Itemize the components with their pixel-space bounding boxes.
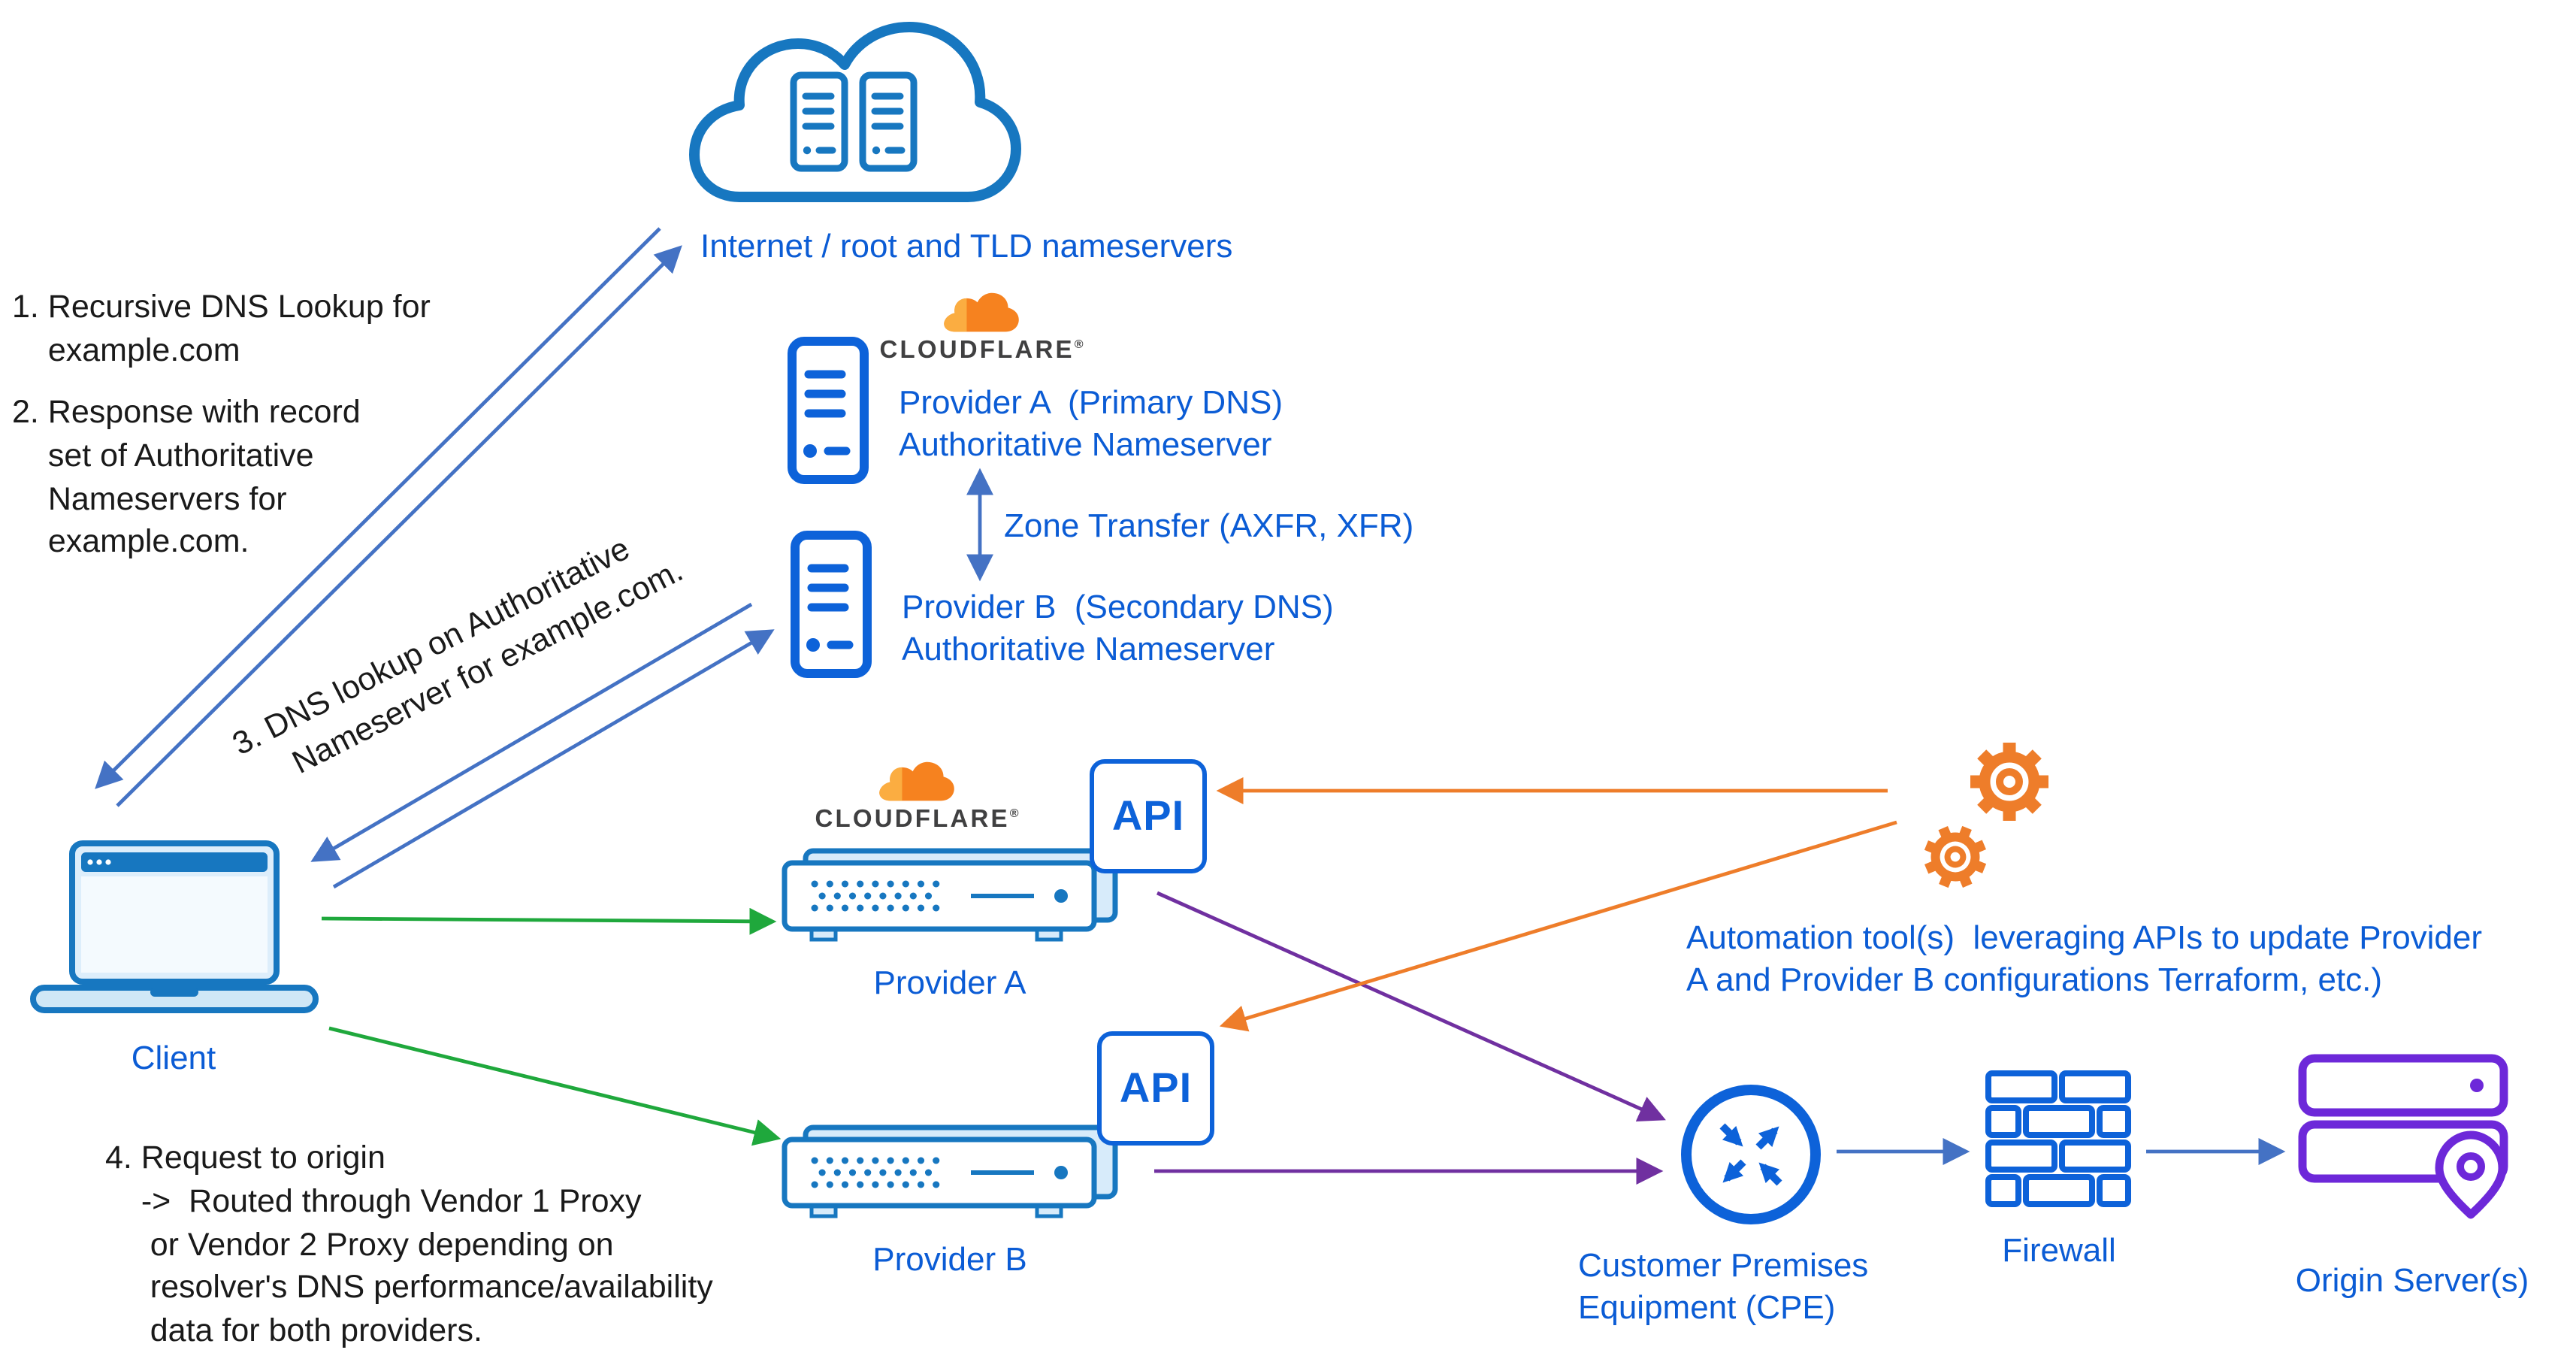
root-nameserver-icons	[790, 71, 918, 172]
arrow-client-to-provider-a	[321, 907, 777, 935]
arrow-provider-a-to-cpe	[1156, 891, 1666, 1121]
provider-b-appliance-icon	[782, 1124, 1118, 1218]
cloudflare-wordmark: CLOUDFLARE®	[879, 337, 1084, 364]
client-icon	[30, 840, 319, 1013]
arrow-client-to-provider-b	[328, 1026, 782, 1146]
gear-large	[1970, 743, 2048, 821]
cloudflare-logo: CLOUDFLARE®	[812, 761, 1022, 834]
provider-b-label: Provider B	[872, 1240, 1027, 1278]
internet-label: Internet / root and TLD nameservers	[700, 227, 1233, 265]
provider-a-nameserver-label: Provider A (Primary DNS) Authoritative N…	[899, 383, 1283, 463]
client-label: Client	[131, 1039, 216, 1076]
step4-note: 4. Request to origin -> Routed through V…	[105, 1140, 713, 1349]
location-pin-icon	[2435, 1130, 2507, 1219]
cloudflare-cloud-icon	[879, 761, 954, 801]
internet-cloud-icon	[689, 22, 1021, 202]
api-box-provider-a: API	[1090, 759, 1207, 873]
gear-small	[1924, 825, 1987, 888]
origin-label: Origin Server(s)	[2295, 1261, 2529, 1299]
api-box-provider-b: API	[1097, 1031, 1214, 1146]
step2-note: 2. Response with record set of Authorita…	[12, 394, 361, 560]
automation-gears-icon	[1924, 743, 2048, 888]
zone-transfer-label: Zone Transfer (AXFR, XFR)	[1004, 507, 1414, 544]
api-label: API	[1119, 1064, 1193, 1111]
firewall-icon	[1985, 1070, 2131, 1207]
cloudflare-cloud-icon	[944, 292, 1019, 332]
provider-a-nameserver-icon	[788, 337, 869, 484]
provider-a-appliance-icon	[782, 848, 1118, 942]
step1-note: 1. Recursive DNS Lookup for example.com	[12, 289, 431, 368]
cpe-label: Customer Premises Equipment (CPE)	[1578, 1246, 1869, 1326]
firewall-label: Firewall	[2002, 1231, 2116, 1269]
provider-a-label: Provider A	[873, 964, 1026, 1001]
provider-b-nameserver-icon	[791, 531, 872, 678]
cloudflare-logo: CLOUDFLARE®	[876, 292, 1087, 365]
api-label: API	[1111, 792, 1185, 839]
cloudflare-wordmark: CLOUDFLARE®	[815, 806, 1019, 833]
origin-servers-icon	[2298, 1054, 2508, 1219]
provider-b-nameserver-label: Provider B (Secondary DNS) Authoritative…	[902, 588, 1334, 667]
automation-label: Automation tool(s) leveraging APIs to up…	[1686, 919, 2483, 998]
cpe-icon	[1681, 1085, 1821, 1224]
